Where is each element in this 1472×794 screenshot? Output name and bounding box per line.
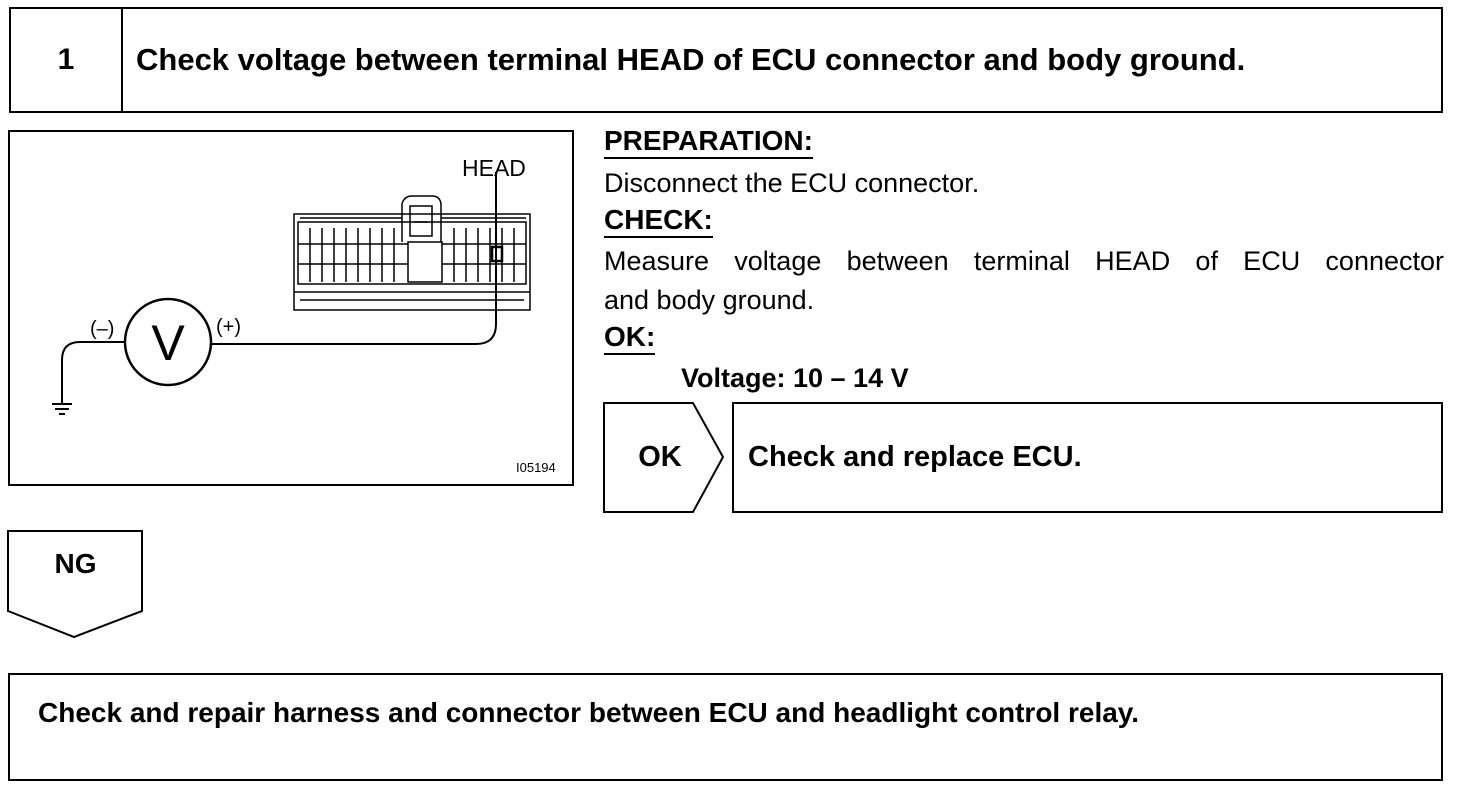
ok-arrow-icon bbox=[603, 402, 725, 513]
ground-icon bbox=[52, 403, 72, 415]
meter-symbol: V bbox=[151, 315, 185, 371]
ok-branch-label: OK bbox=[638, 440, 682, 473]
check-text-line-2: and body ground. bbox=[604, 285, 815, 315]
negative-probe-wire bbox=[61, 341, 125, 404]
ng-result-text: Check and repair harness and connector b… bbox=[38, 697, 1140, 728]
ng-branch-label: NG bbox=[54, 548, 97, 579]
figure-code: I05194 bbox=[516, 460, 556, 475]
ok-result-text: Check and replace ECU. bbox=[748, 441, 1082, 473]
voltmeter-connection-illustration: V (–) (+) HEAD I05194 bbox=[52, 155, 556, 475]
negative-label: (–) bbox=[90, 318, 114, 340]
positive-probe-wire bbox=[212, 172, 497, 345]
step-title: Check voltage between terminal HEAD of E… bbox=[136, 42, 1246, 77]
head-terminal-label: HEAD bbox=[462, 155, 526, 181]
ok-spec-value: Voltage: 10 – 14 V bbox=[681, 363, 909, 393]
check-heading: CHECK: bbox=[604, 205, 713, 238]
step-number: 1 bbox=[11, 9, 123, 111]
ng-arrow-icon bbox=[7, 530, 143, 639]
ok-spec-heading: OK: bbox=[604, 322, 656, 355]
preparation-heading: PREPARATION: bbox=[604, 126, 813, 159]
ok-result-box: Check and replace ECU. bbox=[732, 402, 1443, 513]
wiring-diagram: V (–) (+) HEAD I05194 bbox=[8, 130, 574, 486]
step-header: 1 Check voltage between terminal HEAD of… bbox=[9, 7, 1443, 113]
preparation-text: Disconnect the ECU connector. bbox=[604, 168, 980, 198]
positive-label: (+) bbox=[216, 316, 241, 338]
check-text-line-1: Measure voltage between terminal HEAD of… bbox=[604, 246, 1444, 276]
ng-result-box: Check and repair harness and connector b… bbox=[8, 673, 1443, 781]
ecu-connector-icon bbox=[293, 195, 531, 311]
